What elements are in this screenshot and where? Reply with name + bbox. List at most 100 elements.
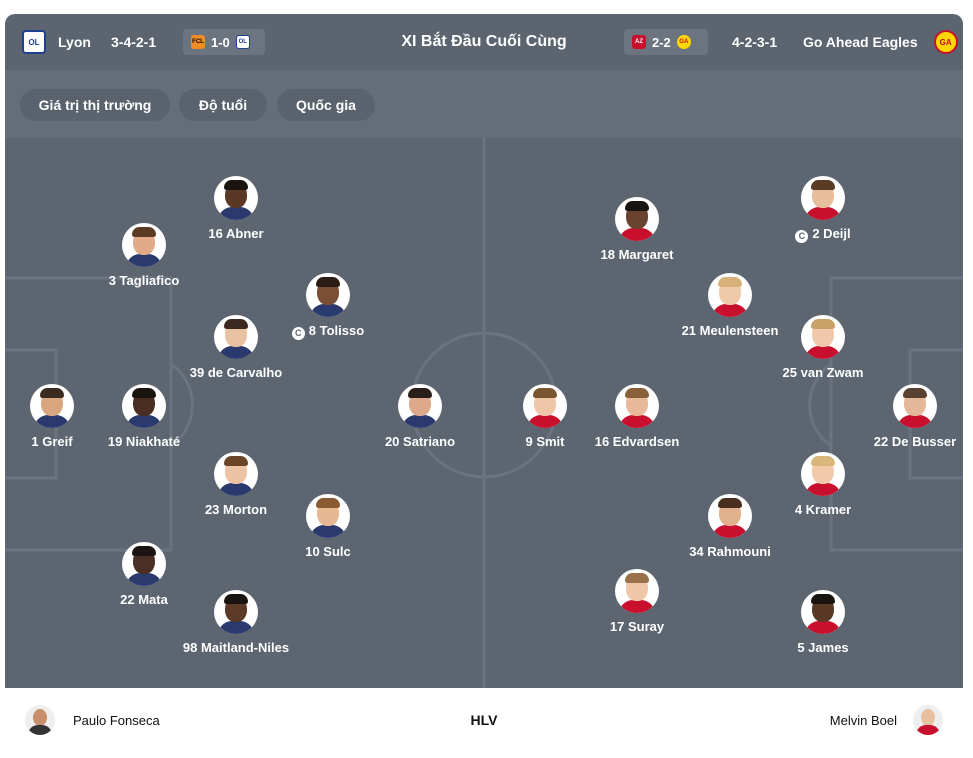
home-player-8[interactable]: 98 Maitland-Niles xyxy=(176,590,296,656)
player-label: 17 Suray xyxy=(609,619,665,634)
az-crest-icon: AZ xyxy=(632,35,646,49)
player-label: 10 Sulc xyxy=(305,544,351,559)
player-label: 3 Tagliafico xyxy=(108,273,180,288)
home-coach-avatar xyxy=(25,705,55,735)
away-player-8[interactable]: 18 Margaret xyxy=(577,197,697,263)
away-team[interactable]: Go Ahead Eagles GA xyxy=(803,14,958,70)
home-player-3[interactable]: 3 Tagliafico xyxy=(84,223,204,289)
player-avatar xyxy=(122,542,166,586)
away-player-10[interactable]: 17 Suray xyxy=(577,569,697,635)
captain-icon: C xyxy=(291,326,305,340)
away-player-3[interactable]: 25 van Zwam xyxy=(763,315,883,381)
player-label: 16 Edvardsen xyxy=(594,434,680,449)
away-coach-avatar xyxy=(913,705,943,735)
home-player-6[interactable]: 39 de Carvalho xyxy=(176,315,296,381)
lineup-title: XI Bắt Đầu Cuối Cùng xyxy=(401,33,567,50)
player-label: 20 Satriano xyxy=(384,434,456,449)
away-player-11[interactable]: 9 Smit xyxy=(485,384,605,450)
lorient-crest-icon: FCL xyxy=(191,35,205,49)
player-label: 22 Mata xyxy=(120,592,168,607)
player-name: 25 van Zwam xyxy=(763,365,883,381)
player-name: 16 Edvardsen xyxy=(577,434,697,450)
away-coach[interactable]: Melvin Boel xyxy=(830,688,943,752)
home-coach[interactable]: Paulo Fonseca xyxy=(25,688,160,752)
player-avatar xyxy=(214,452,258,496)
home-player-5[interactable]: 16 Abner xyxy=(176,176,296,242)
player-avatar xyxy=(214,590,258,634)
player-label: 98 Maitland-Niles xyxy=(182,640,290,655)
player-label: 34 Rahmouni xyxy=(689,544,771,559)
player-avatar xyxy=(214,315,258,359)
player-label: 21 Meulensteen xyxy=(681,323,779,338)
player-avatar xyxy=(615,197,659,241)
home-player-4[interactable]: 22 Mata xyxy=(84,542,204,608)
player-avatar xyxy=(708,273,752,317)
player-label: 18 Margaret xyxy=(600,247,674,262)
lyon-crest-icon: OL xyxy=(22,30,46,54)
home-player-7[interactable]: 23 Morton xyxy=(176,452,296,518)
away-player-1[interactable]: 22 De Busser xyxy=(855,384,963,450)
home-formation: 3-4-2-1 xyxy=(111,34,157,50)
player-name: 9 Smit xyxy=(485,434,605,450)
pitch: 1 Greif 19 Niakhaté 3 Tagliafico 22 Mata 16 … xyxy=(5,138,963,688)
lineup-header: OL Lyon 3-4-2-1 FCL 1-0 OL XI Bắt Đầu Cu… xyxy=(5,14,963,70)
lineup-card: OL Lyon 3-4-2-1 FCL 1-0 OL XI Bắt Đầu Cu… xyxy=(5,14,963,758)
away-formation: 4-2-3-1 xyxy=(732,34,778,50)
player-avatar xyxy=(122,223,166,267)
player-label: 23 Morton xyxy=(204,502,268,517)
player-label: 19 Niakhaté xyxy=(107,434,181,449)
player-avatar xyxy=(893,384,937,428)
away-player-4[interactable]: 4 Kramer xyxy=(763,452,883,518)
player-name: 17 Suray xyxy=(577,619,697,635)
player-avatar xyxy=(306,273,350,317)
away-last-score: 2-2 xyxy=(652,34,671,50)
home-coach-name: Paulo Fonseca xyxy=(73,712,160,728)
home-team-name: Lyon xyxy=(58,34,91,50)
player-avatar xyxy=(398,384,442,428)
player-avatar xyxy=(615,384,659,428)
home-player-11[interactable]: 20 Satriano xyxy=(360,384,480,450)
away-player-6[interactable]: 21 Meulensteen xyxy=(670,273,790,339)
player-label: 9 Smit xyxy=(525,434,565,449)
home-team[interactable]: OL Lyon xyxy=(22,14,91,70)
player-name: 1 Greif xyxy=(5,434,112,450)
player-avatar xyxy=(801,452,845,496)
player-label: 8 Tolisso xyxy=(308,323,365,338)
player-name: 16 Abner xyxy=(176,226,296,242)
home-last-result[interactable]: FCL 1-0 OL xyxy=(183,29,265,55)
away-coach-name: Melvin Boel xyxy=(829,712,897,728)
player-label: 2 Deijl xyxy=(812,226,851,241)
player-avatar xyxy=(306,494,350,538)
filter-age[interactable]: Độ tuổi xyxy=(179,89,267,121)
player-name: 4 Kramer xyxy=(763,502,883,518)
filter-nationality[interactable]: Quốc gia xyxy=(277,89,375,121)
home-player-1[interactable]: 1 Greif xyxy=(5,384,112,450)
player-avatar xyxy=(801,590,845,634)
player-name: 22 De Busser xyxy=(855,434,963,450)
player-name: 19 Niakhaté xyxy=(84,434,204,450)
player-name: 20 Satriano xyxy=(360,434,480,450)
away-player-7[interactable]: 34 Rahmouni xyxy=(670,494,790,560)
away-player-9[interactable]: 16 Edvardsen xyxy=(577,384,697,450)
filter-market-value[interactable]: Giá trị thị trường xyxy=(20,89,170,121)
home-player-10[interactable]: 10 Sulc xyxy=(268,494,388,560)
home-player-2[interactable]: 19 Niakhaté xyxy=(84,384,204,450)
away-team-name: Go Ahead Eagles xyxy=(803,34,918,50)
captain-icon: C xyxy=(795,229,809,243)
coach-label: HLV xyxy=(470,712,498,728)
player-name: 5 James xyxy=(763,640,883,656)
player-name: 3 Tagliafico xyxy=(84,273,204,289)
player-avatar xyxy=(214,176,258,220)
player-avatar xyxy=(615,569,659,613)
away-player-5[interactable]: 5 James xyxy=(763,590,883,656)
filter-bar: Giá trị thị trường Độ tuổi Quốc gia xyxy=(5,70,963,138)
player-avatar xyxy=(523,384,567,428)
away-last-result[interactable]: AZ 2-2 GA xyxy=(624,29,708,55)
player-label: 5 James xyxy=(797,640,849,655)
go-ahead-eagles-crest-icon: GA xyxy=(933,30,958,54)
player-label: 1 Greif xyxy=(31,434,73,449)
